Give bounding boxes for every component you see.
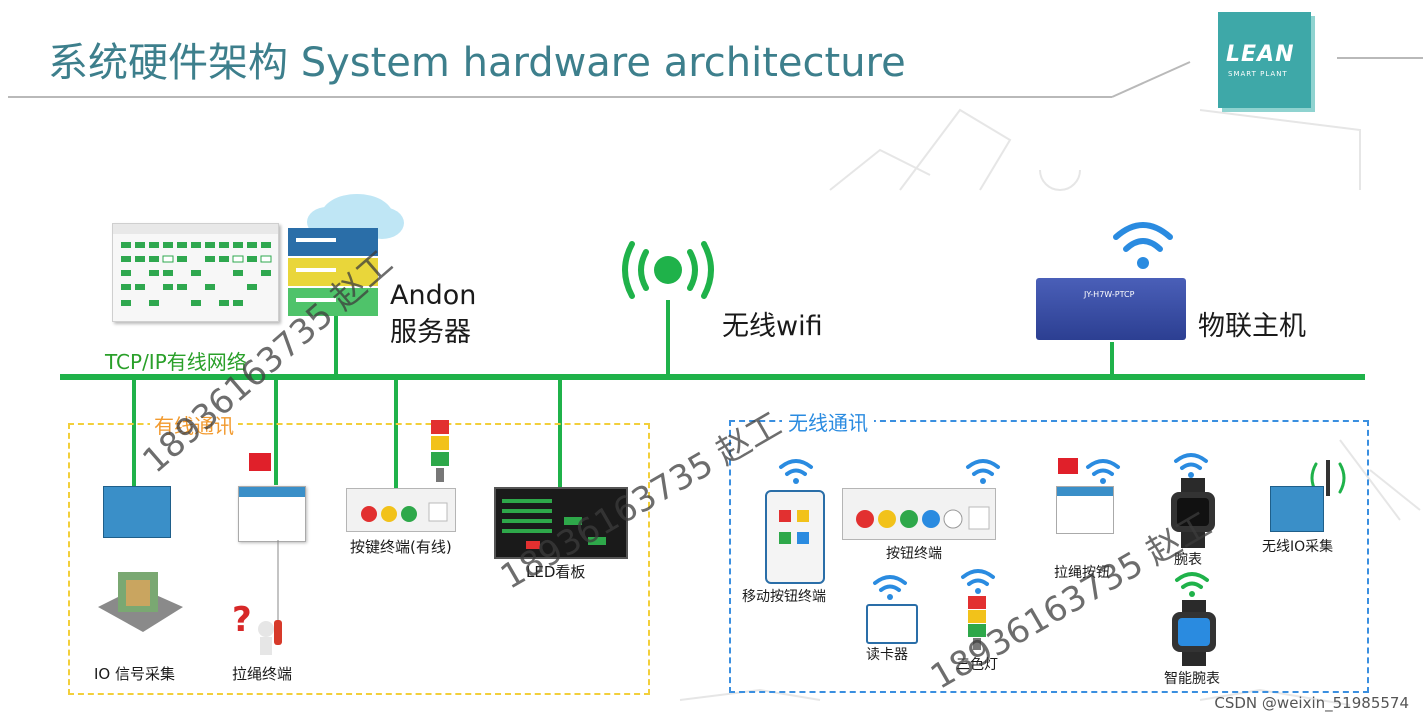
pull-button-label: 拉绳按钮 [1054, 565, 1110, 581]
wireless-io-label: 无线IO采集 [1262, 539, 1334, 555]
andon-label-line2: 服务器 [390, 317, 471, 348]
smart-watch-label: 智能腕表 [1164, 671, 1220, 687]
wired-button-terminal-label: 按键终端(有线) [350, 538, 452, 556]
io-module-device [103, 486, 171, 538]
led-board-device [494, 487, 628, 559]
lean-logo: LEAN SMART PLANT [1218, 12, 1311, 108]
header-rule [8, 57, 1423, 98]
wired-section-box [68, 423, 650, 695]
wireless-button-terminal-label: 按钮终端 [886, 546, 942, 562]
card-reader-wifi-icon [873, 575, 907, 600]
card-reader-device [866, 604, 918, 644]
csdn-credit: CSDN @weixin_51985574 [1214, 694, 1409, 712]
wireless-io-device [1270, 486, 1324, 532]
pull-cord-terminal-label: 拉绳终端 [232, 665, 293, 683]
wireless-section-title: 无线通讯 [782, 407, 874, 436]
mobile-button-terminal-label: 移动按钮终端 [742, 589, 826, 605]
pull-button-lamp [1058, 458, 1078, 474]
logo-text: LEAN [1226, 42, 1295, 67]
wifi-antenna-icon [622, 241, 714, 299]
andon-server-icon [288, 194, 404, 316]
watch-wifi-icon [1174, 453, 1208, 478]
mobile-button-wifi-icon [779, 459, 813, 484]
wireless-button-terminal-device [842, 488, 996, 540]
iot-wifi-icon [1113, 222, 1173, 269]
tower-light-icon [431, 420, 449, 482]
mobile-button-terminal-device [765, 490, 825, 584]
tricolor-wifi-icon [961, 569, 995, 594]
wifi-label: 无线wifi [722, 311, 823, 342]
question-person-illustration: ? [232, 600, 274, 655]
network-label: TCP/IP有线网络 [105, 350, 247, 374]
pull-cord-terminal-device [238, 486, 306, 542]
andon-dashboard-image [112, 223, 279, 322]
page-title: 系统硬件架构 System hardware architecture [48, 40, 906, 86]
logo-subtitle: SMART PLANT [1228, 70, 1288, 78]
pull-cord-rope [274, 540, 282, 645]
svg-text:?: ? [232, 600, 252, 640]
watch-device [1171, 478, 1215, 548]
pull-button-wifi-icon [1086, 459, 1120, 484]
led-board-label: LED看板 [526, 563, 586, 581]
wired-button-terminal-device [346, 488, 456, 532]
iot-host-device: JY-H7W-PTCP [1036, 278, 1186, 340]
tricolor-light-label: 三色灯 [956, 657, 998, 673]
button-terminal-wifi-icon [966, 459, 1000, 484]
watch-label: 腕表 [1174, 552, 1202, 568]
pull-button-device [1056, 486, 1114, 534]
card-reader-label: 读卡器 [866, 647, 908, 663]
wireless-section-box [729, 420, 1369, 693]
smart-watch-device [1172, 600, 1216, 666]
iot-device-model: JY-H7W-PTCP [1084, 290, 1135, 299]
machine-illustration [98, 572, 183, 632]
io-collect-label: IO 信号采集 [94, 665, 175, 683]
smart-watch-wifi-icon [1175, 572, 1209, 597]
andon-label-line1: Andon [390, 280, 477, 311]
tricolor-light-device [968, 596, 986, 650]
iot-label: 物联主机 [1198, 311, 1306, 342]
pull-cord-lamp [249, 453, 271, 471]
wired-section-title: 有线通讯 [150, 410, 238, 439]
